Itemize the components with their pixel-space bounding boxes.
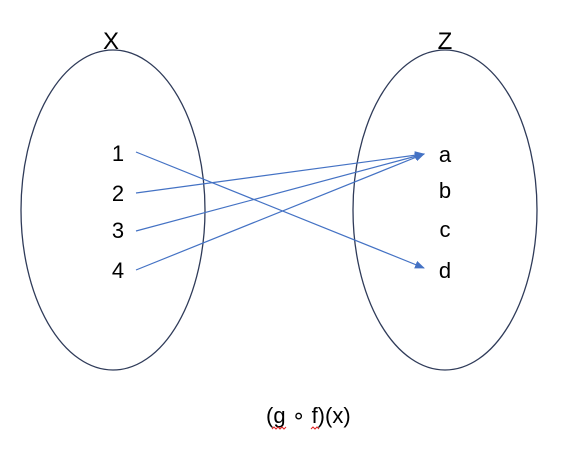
set-x-label: X [103, 28, 119, 55]
caption-rest: ∘ f)(x) [286, 403, 351, 428]
caption-open-paren: ( [266, 403, 274, 428]
mapping-arrow-1-to-d [135, 151, 425, 269]
mapping-arrow-4-to-a [135, 153, 425, 271]
z-element: c [440, 217, 451, 242]
set-z-ellipse [352, 49, 538, 371]
caption-g: g [273, 403, 285, 428]
set-z-label: Z [438, 28, 453, 55]
mapping-arrow-3-to-a [135, 152, 425, 232]
mapping-arrow-2-to-a [135, 151, 425, 194]
x-element: 2 [112, 181, 124, 206]
set-x-ellipse [20, 49, 206, 371]
x-element: 1 [112, 141, 124, 166]
spellcheck-underline-f [310, 426, 320, 430]
x-element: 4 [112, 258, 124, 283]
spellcheck-underline-g [271, 426, 287, 430]
composition-caption: (g ∘ f)(x) [266, 403, 351, 428]
x-element: 3 [112, 218, 124, 243]
z-element: b [439, 178, 451, 203]
z-element: d [439, 258, 451, 283]
z-element: a [439, 142, 452, 167]
